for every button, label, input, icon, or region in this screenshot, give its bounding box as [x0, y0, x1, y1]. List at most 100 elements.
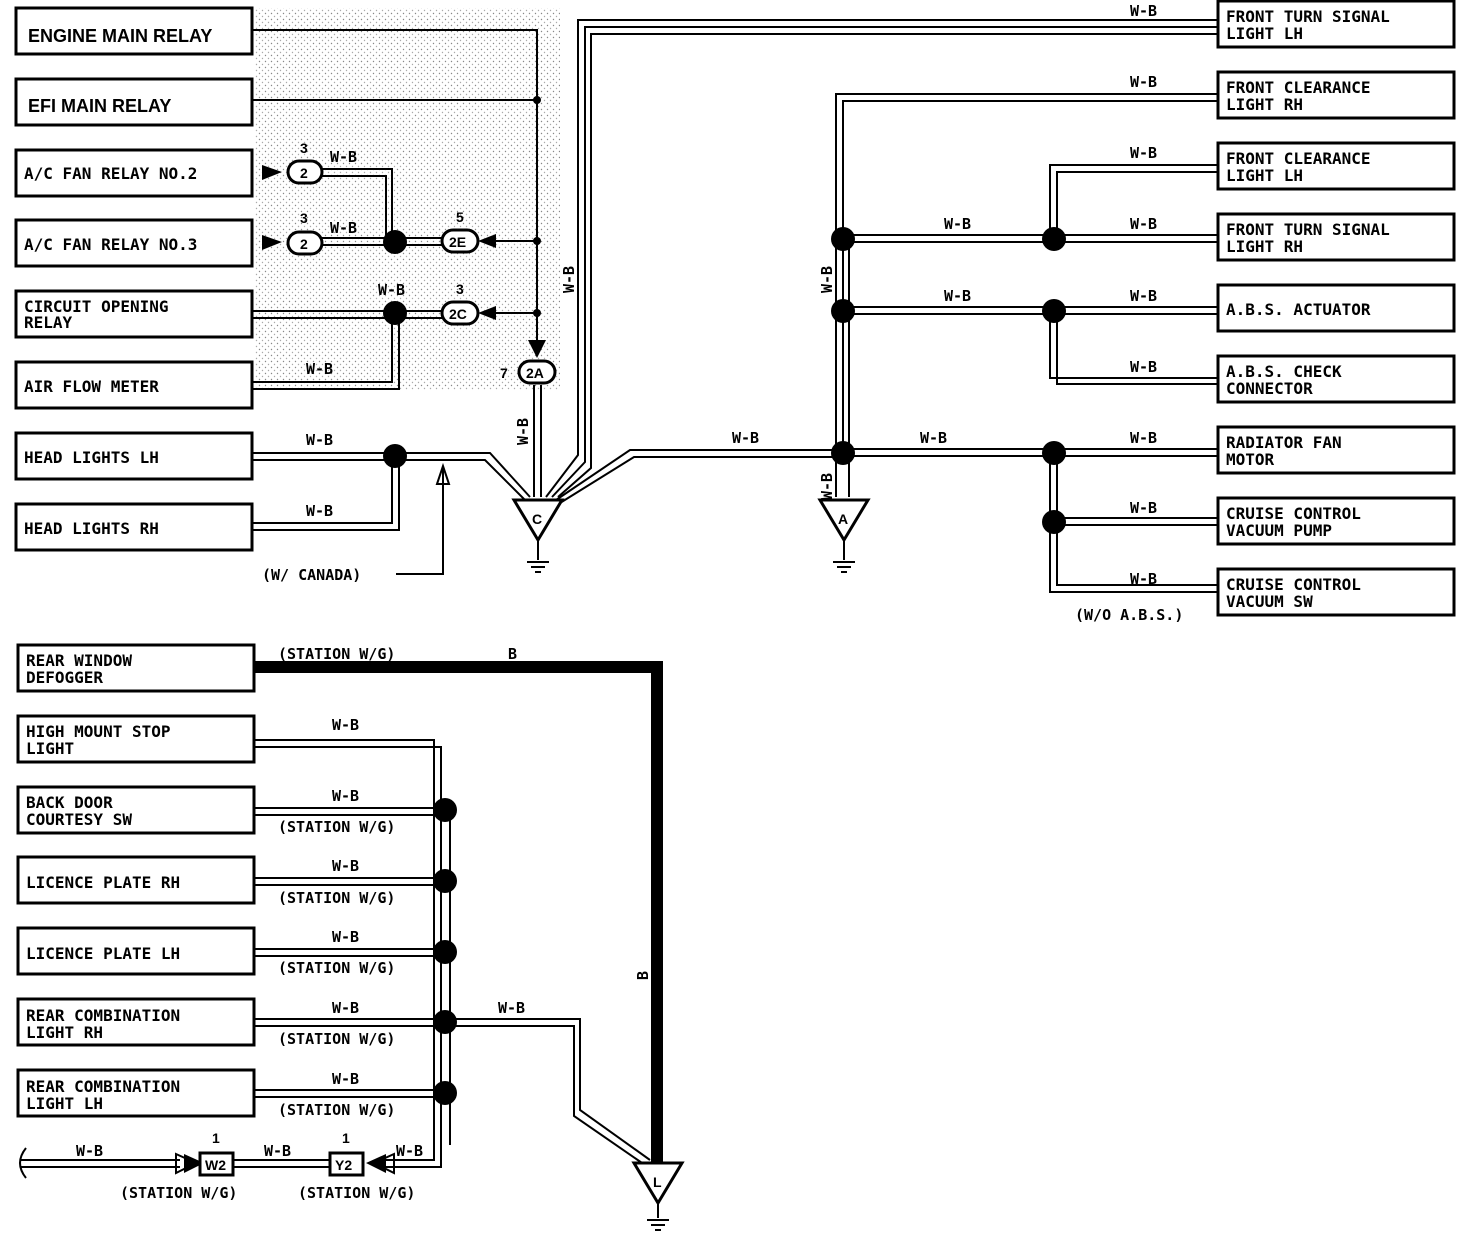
svg-text:BACK DOOR: BACK DOOR: [26, 793, 113, 812]
svg-text:W-B: W-B: [1130, 215, 1157, 233]
svg-text:REAR COMBINATION: REAR COMBINATION: [26, 1077, 180, 1096]
svg-text:CIRCUIT OPENING: CIRCUIT OPENING: [24, 297, 169, 316]
svg-text:LICENCE PLATE RH: LICENCE PLATE RH: [26, 873, 180, 892]
svg-text:2C: 2C: [449, 306, 467, 322]
svg-text:MOTOR: MOTOR: [1226, 450, 1275, 469]
svg-text:W-B: W-B: [1130, 570, 1157, 588]
front-clearance-rh: FRONT CLEARANCE LIGHT RH: [1216, 70, 1456, 120]
svg-text:(STATION W/G): (STATION W/G): [298, 1184, 415, 1202]
ac-fan-relay-2: A/C FAN RELAY NO.2: [14, 148, 254, 198]
front-turn-signal-rh: FRONT TURN SIGNAL LIGHT RH: [1216, 212, 1456, 262]
svg-text:W-B: W-B: [514, 418, 532, 445]
svg-text:W-B: W-B: [378, 281, 405, 299]
svg-text:A.B.S. CHECK: A.B.S. CHECK: [1226, 362, 1342, 381]
svg-text:FRONT CLEARANCE: FRONT CLEARANCE: [1226, 78, 1371, 97]
svg-text:REAR COMBINATION: REAR COMBINATION: [26, 1006, 180, 1025]
svg-text:W-B: W-B: [818, 473, 836, 500]
svg-text:HIGH MOUNT STOP: HIGH MOUNT STOP: [26, 722, 171, 741]
svg-text:W-B: W-B: [76, 1142, 103, 1160]
rear-combination-rh: REAR COMBINATION LIGHT RH: [16, 997, 256, 1047]
svg-text:W-B: W-B: [498, 999, 525, 1017]
rear-combination-lh: REAR COMBINATION LIGHT LH: [16, 1068, 256, 1118]
back-door-courtesy-sw: BACK DOOR COURTESY SW: [16, 785, 256, 835]
svg-text:7: 7: [500, 365, 508, 381]
svg-text:(STATION W/G): (STATION W/G): [278, 645, 395, 663]
svg-text:W-B: W-B: [306, 431, 333, 449]
svg-text:3: 3: [456, 281, 464, 297]
svg-text:W-B: W-B: [332, 857, 359, 875]
svg-text:COURTESY SW: COURTESY SW: [26, 810, 132, 829]
svg-text:Y2: Y2: [335, 1157, 352, 1173]
svg-text:W-B: W-B: [1130, 287, 1157, 305]
svg-text:W-B: W-B: [306, 502, 333, 520]
rear-window-defogger: REAR WINDOW DEFOGGER: [16, 643, 256, 693]
svg-text:LIGHT: LIGHT: [26, 739, 74, 758]
ac-fan-relay-3: A/C FAN RELAY NO.3: [14, 218, 254, 268]
svg-text:(STATION W/G): (STATION W/G): [278, 1101, 395, 1119]
svg-text:LICENCE PLATE LH: LICENCE PLATE LH: [26, 944, 180, 963]
svg-text:3: 3: [300, 140, 308, 156]
svg-text:1: 1: [212, 1130, 220, 1146]
cruise-vacuum-sw: CRUISE CONTROL VACUUM SW: [1216, 567, 1456, 617]
svg-text:RELAY: RELAY: [24, 313, 73, 332]
svg-text:C: C: [532, 511, 542, 527]
svg-text:LIGHT LH: LIGHT LH: [1226, 166, 1303, 185]
svg-text:W-B: W-B: [1130, 73, 1157, 91]
svg-text:W-B: W-B: [332, 787, 359, 805]
efi-main-relay: EFI MAIN RELAY: [14, 77, 254, 127]
abs-check-connector: A.B.S. CHECK CONNECTOR: [1216, 354, 1456, 404]
svg-text:(STATION W/G): (STATION W/G): [120, 1184, 237, 1202]
svg-text:LIGHT RH: LIGHT RH: [1226, 237, 1303, 256]
svg-text:W-B: W-B: [264, 1142, 291, 1160]
svg-text:(W/O A.B.S.): (W/O A.B.S.): [1075, 606, 1183, 624]
svg-text:(STATION W/G): (STATION W/G): [278, 818, 395, 836]
cruise-vacuum-pump: CRUISE CONTROL VACUUM PUMP: [1216, 496, 1456, 546]
licence-plate-lh: LICENCE PLATE LH: [16, 926, 256, 976]
svg-text:A: A: [838, 511, 848, 527]
svg-text:W-B: W-B: [332, 1070, 359, 1088]
svg-text:B: B: [508, 645, 517, 663]
svg-text:LIGHT RH: LIGHT RH: [26, 1023, 103, 1042]
connector-2e: 2E 5: [440, 209, 480, 254]
svg-text:W-B: W-B: [1130, 2, 1157, 20]
svg-text:5: 5: [456, 209, 464, 225]
svg-text:A/C FAN RELAY NO.2: A/C FAN RELAY NO.2: [24, 164, 197, 183]
svg-text:LIGHT LH: LIGHT LH: [26, 1094, 103, 1113]
svg-text:EFI MAIN RELAY: EFI MAIN RELAY: [28, 96, 171, 116]
connector-2a: 2A 7: [500, 359, 557, 385]
svg-text:(W/ CANADA): (W/ CANADA): [262, 566, 361, 584]
connector-2c: 2C 3: [440, 281, 480, 326]
circuit-opening-relay: CIRCUIT OPENING RELAY: [14, 289, 254, 339]
svg-text:AIR FLOW METER: AIR FLOW METER: [24, 377, 159, 396]
ground-a: A: [817, 498, 871, 573]
svg-text:B: B: [634, 971, 652, 980]
svg-text:2: 2: [300, 236, 308, 252]
svg-text:W-B: W-B: [944, 215, 971, 233]
svg-text:W-B: W-B: [1130, 499, 1157, 517]
high-mount-stop-light: HIGH MOUNT STOP LIGHT: [16, 714, 256, 764]
svg-text:ENGINE MAIN RELAY: ENGINE MAIN RELAY: [28, 26, 212, 46]
svg-text:FRONT CLEARANCE: FRONT CLEARANCE: [1226, 149, 1371, 168]
svg-text:W2: W2: [205, 1157, 226, 1173]
svg-text:(STATION W/G): (STATION W/G): [278, 1030, 395, 1048]
svg-text:CRUISE CONTROL: CRUISE CONTROL: [1226, 504, 1361, 523]
svg-text:HEAD LIGHTS RH: HEAD LIGHTS RH: [24, 519, 159, 538]
svg-text:CONNECTOR: CONNECTOR: [1226, 379, 1313, 398]
connector-2-lower: 2 3: [286, 210, 324, 256]
svg-text:2: 2: [300, 165, 308, 181]
svg-text:FRONT TURN SIGNAL: FRONT TURN SIGNAL: [1226, 220, 1390, 239]
svg-text:1: 1: [342, 1130, 350, 1146]
front-turn-signal-lh: FRONT TURN SIGNAL LIGHT LH: [1216, 0, 1456, 49]
svg-text:VACUUM SW: VACUUM SW: [1226, 592, 1313, 611]
svg-text:2A: 2A: [526, 365, 544, 381]
svg-text:W-B: W-B: [332, 928, 359, 946]
svg-text:FRONT TURN SIGNAL: FRONT TURN SIGNAL: [1226, 7, 1390, 26]
svg-text:W-B: W-B: [818, 266, 836, 293]
head-lights-lh: HEAD LIGHTS LH: [14, 431, 254, 481]
svg-text:REAR WINDOW: REAR WINDOW: [26, 651, 132, 670]
air-flow-meter: AIR FLOW METER: [14, 360, 254, 410]
connector-arrows: [262, 165, 496, 320]
svg-text:HEAD LIGHTS LH: HEAD LIGHTS LH: [24, 448, 159, 467]
svg-text:L: L: [653, 1174, 662, 1190]
